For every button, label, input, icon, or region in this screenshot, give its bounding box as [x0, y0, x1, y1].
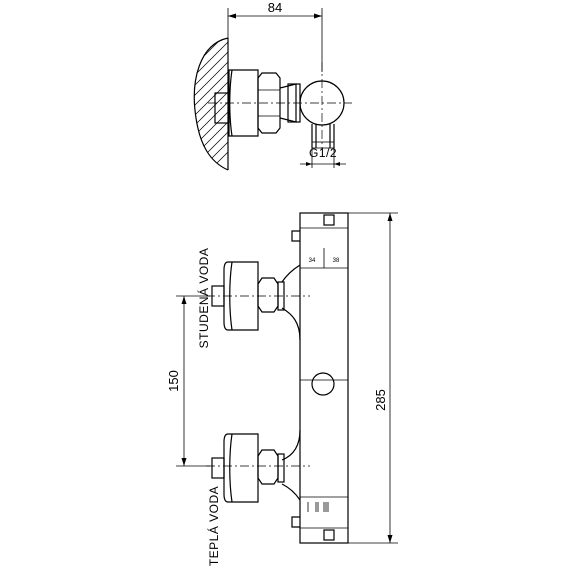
width-dimension: 84 — [227, 0, 323, 72]
hot-water-connection — [206, 433, 310, 503]
wall-section — [193, 37, 229, 171]
thread-label: G1/2 — [309, 146, 337, 160]
scale-mark-right: 38 — [333, 258, 340, 264]
lower-web-top — [281, 429, 301, 461]
height-dimension-label: 285 — [373, 389, 388, 411]
spacing-dimension-label: 150 — [166, 370, 181, 392]
mixer-body-front: 34 38 — [299, 212, 349, 544]
lower-web-bottom — [281, 483, 301, 501]
upper-web-top — [281, 264, 301, 283]
hot-water-label: TEPLÁ VODA — [206, 486, 221, 566]
width-dimension-label: 84 — [268, 0, 282, 15]
bottom-nib — [291, 516, 300, 528]
thread-dimension: G1/2 — [300, 146, 346, 168]
front-view: 34 38 — [166, 212, 398, 566]
cold-water-connection — [206, 261, 310, 331]
top-view: 84 — [193, 0, 352, 171]
upper-web-bottom — [281, 307, 301, 341]
scale-mark-left: 34 — [309, 258, 316, 264]
spacing-dimension: 150 — [166, 295, 210, 467]
cold-water-label: STUDENÁ VODA — [196, 248, 211, 349]
mixer-body-side — [279, 80, 345, 149]
height-dimension: 285 — [348, 212, 398, 544]
top-nib — [291, 230, 300, 242]
